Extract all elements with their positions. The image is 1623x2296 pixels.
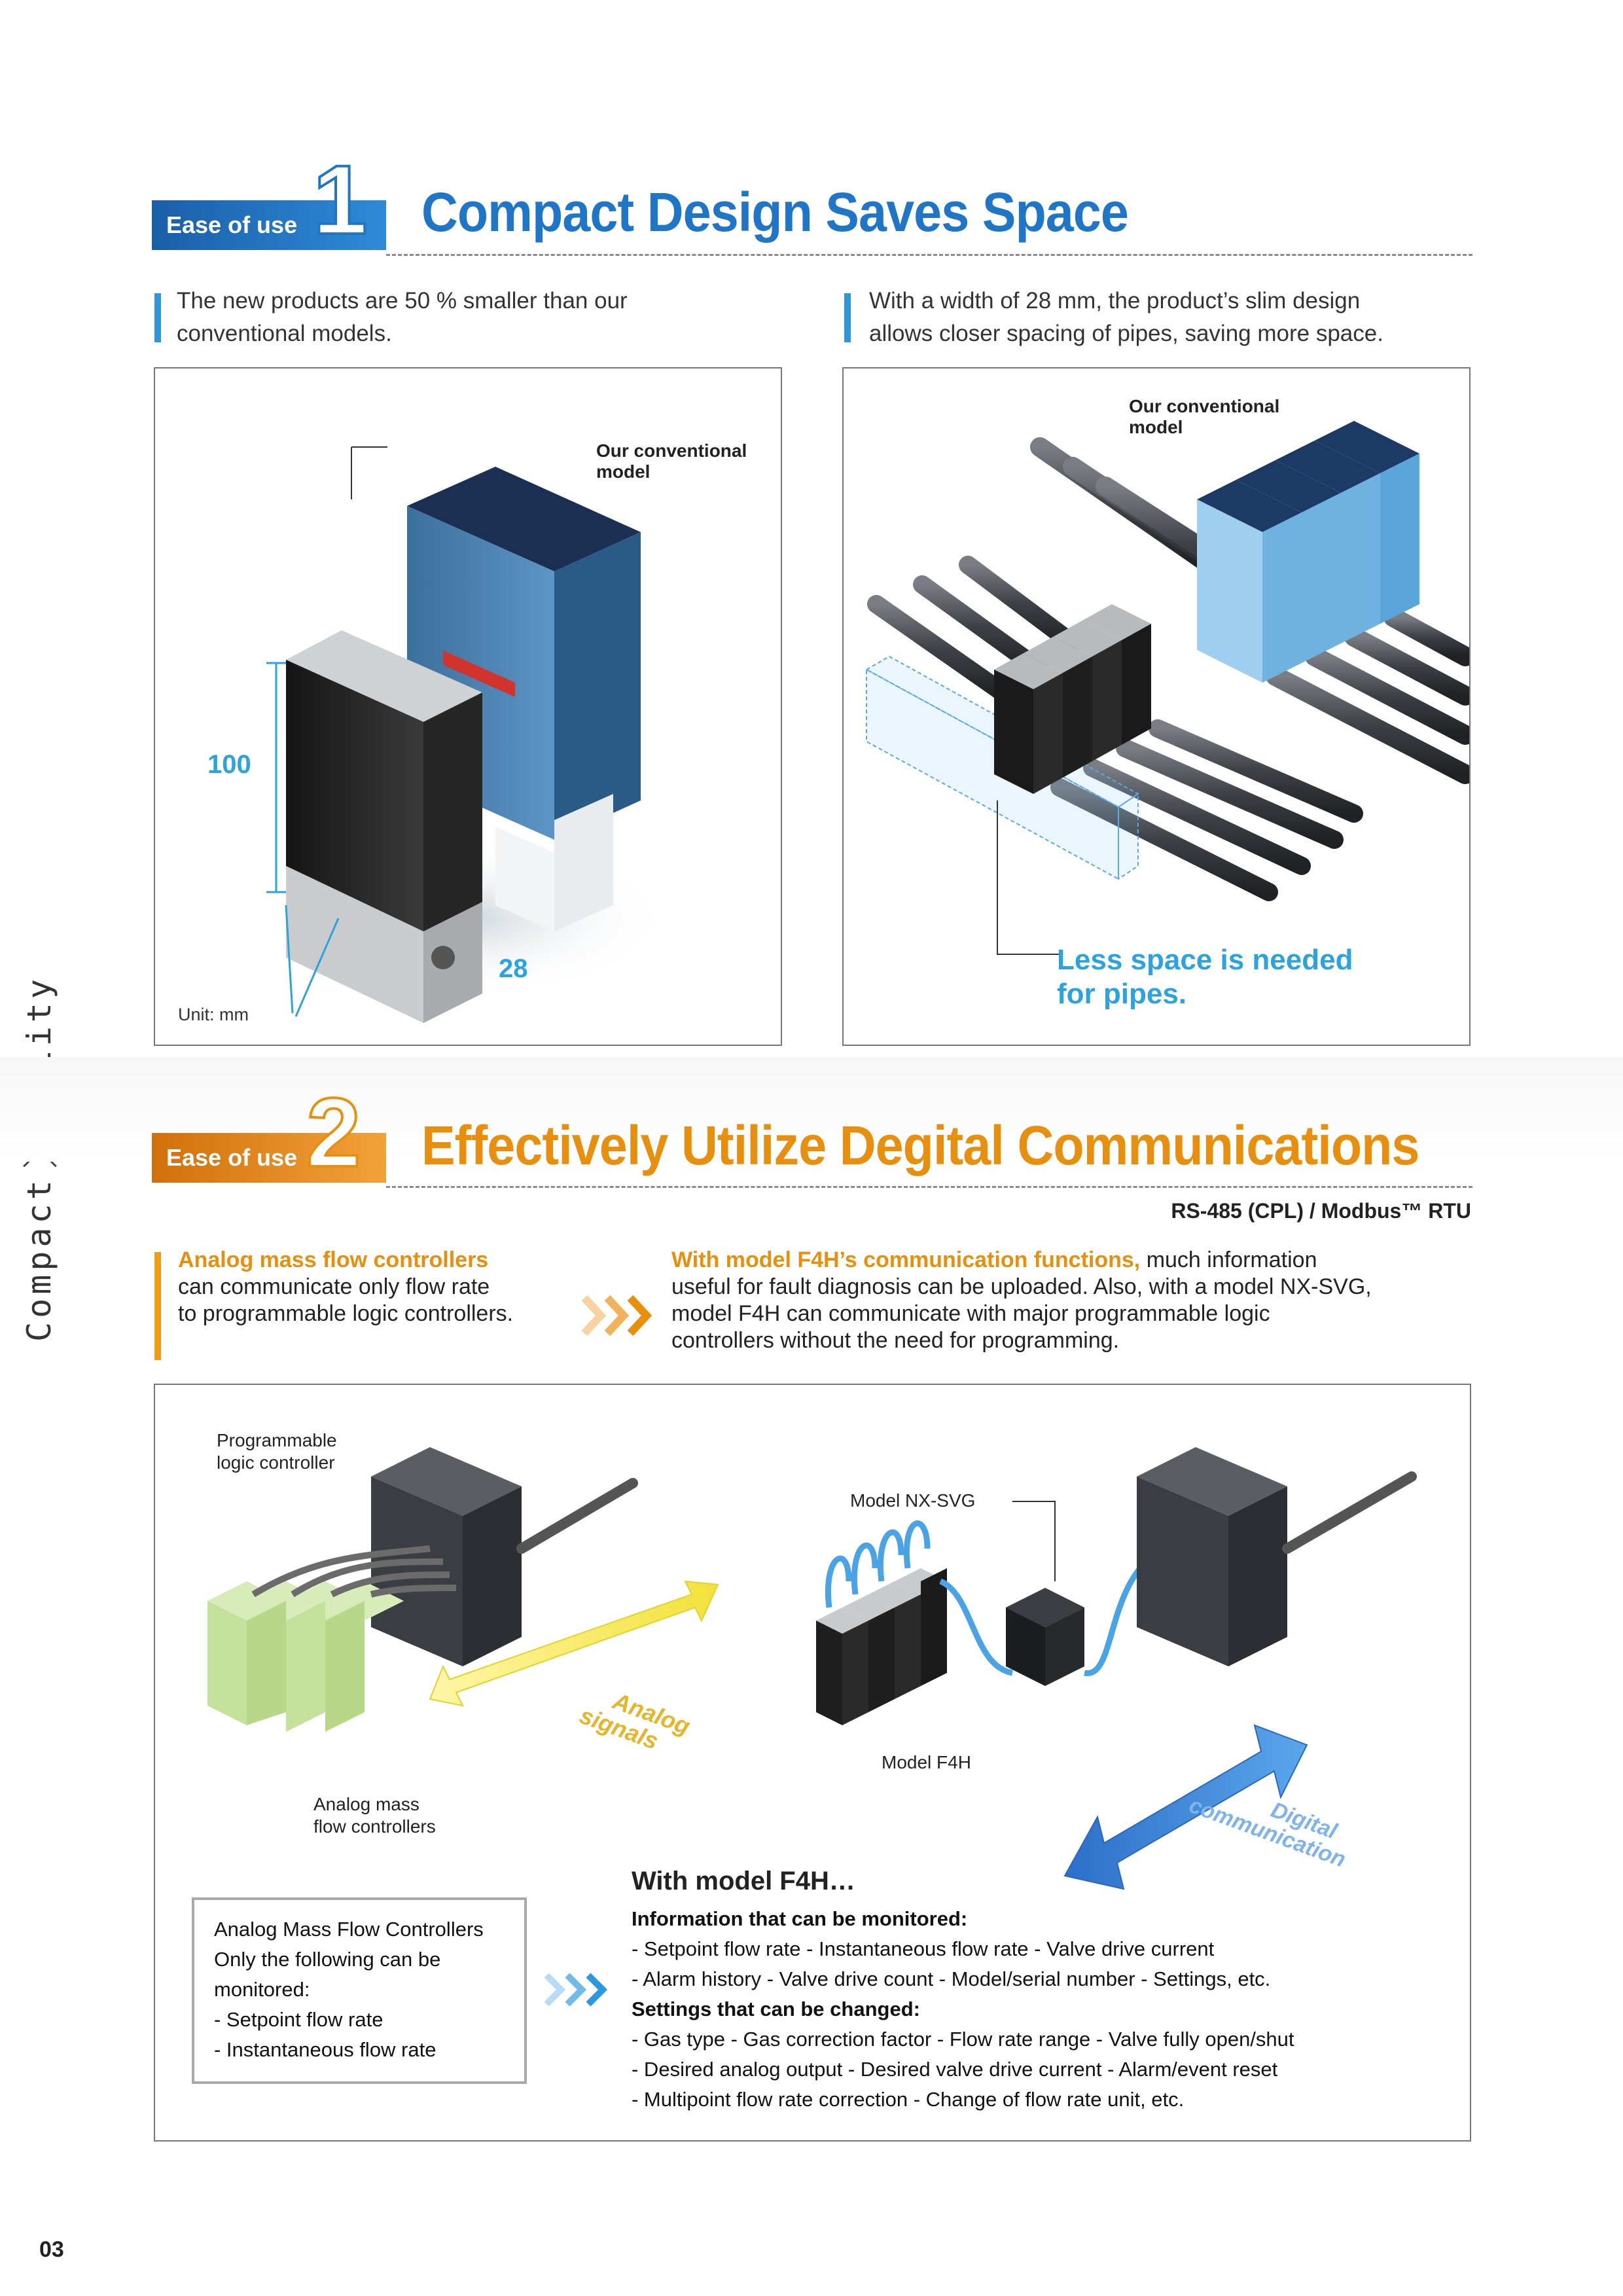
page-number: 03 <box>39 2237 64 2262</box>
monitor-line-2: - Alarm history - Valve drive count - Mo… <box>632 1967 1271 1990</box>
plc-right-device <box>1137 1447 1417 1666</box>
section2-title: Effectively Utilize Degital Communicatio… <box>421 1115 1419 1176</box>
chevrons-blue-icon <box>544 1973 608 2007</box>
section1-lead-right: With a width of 28 mm, the product’s sli… <box>869 285 1383 350</box>
settings-line-2: - Desired analog output - Desired valve … <box>632 2058 1278 2081</box>
lead2-left-bold: Analog mass flow controllers <box>178 1247 489 1272</box>
dimension-height: 100 <box>207 750 251 779</box>
conventional-units <box>1197 421 1419 683</box>
lead2-left-line-2: to programmable logic controllers. <box>178 1301 514 1326</box>
pipes-f4h <box>867 556 1363 901</box>
lead-bar-orange <box>154 1252 161 1360</box>
analog-mfc-capabilities-box: Analog Mass Flow Controllers Only the fo… <box>192 1897 527 2084</box>
less-space-callout: Less space is needed for pipes. <box>1057 943 1353 1011</box>
nx-svg-device <box>1006 1588 1084 1686</box>
lead-bar-right <box>844 293 851 342</box>
settings-line-1: - Gas type - Gas correction factor - Flo… <box>632 2028 1294 2051</box>
analog-box-line-3: monitored: <box>214 1978 310 2001</box>
f4h-info-heading: With model F4H… <box>632 1867 855 1895</box>
ease-of-use-tag-2: Ease of use <box>152 1133 386 1183</box>
conventional-model-label-right: Our conventional model <box>1129 396 1279 438</box>
plc-label-line-1: Programmable <box>217 1430 337 1450</box>
conventional-model-label-left: Our conventional model <box>596 440 747 482</box>
ease-tag-label: Ease of use <box>166 211 298 238</box>
lead-left-line-1: The new products are 50 % smaller than o… <box>177 288 628 314</box>
chevrons-orange-icon <box>581 1295 652 1336</box>
analog-box-line-2: Only the following can be <box>214 1948 441 1971</box>
less-space-line-2: for pipes. <box>1057 978 1187 1010</box>
analog-mfc-devices <box>207 1545 457 1732</box>
conv-label-right-line-1: Our conventional <box>1129 396 1280 416</box>
lead2-right-line-2: model F4H can communicate with major pro… <box>671 1301 1270 1326</box>
side-label-compact: Compact <box>20 1176 58 1342</box>
f4h-units <box>994 604 1151 794</box>
analog-signals-arrow <box>429 1580 719 1707</box>
lead2-right-line-3: controllers without the need for program… <box>671 1328 1120 1353</box>
analog-box-line-1: Analog Mass Flow Controllers <box>214 1918 484 1941</box>
lead2-right-line-1: useful for fault diagnosis can be upload… <box>671 1274 1372 1299</box>
monitor-title: Information that can be monitored: <box>632 1907 968 1930</box>
size-comparison-panel: Our conventional model 100 28 Unit: mm <box>154 367 782 1046</box>
f4h-units-diagram <box>816 1519 1223 1725</box>
digital-communication-arrow <box>1063 1724 1308 1890</box>
lead2-right-bold: With model F4H’s communication functions… <box>671 1247 1141 1272</box>
ease-tag-label-2: Ease of use <box>166 1144 298 1171</box>
dimension-width: 28 <box>499 954 528 983</box>
nx-svg-label: Model NX-SVG <box>850 1490 976 1511</box>
section2-lead-left: Analog mass flow controllers can communi… <box>178 1247 513 1327</box>
analog-mfc-label: Analog mass flow controllers <box>313 1793 436 1838</box>
analog-box-line-4: - Setpoint flow rate <box>214 2008 383 2031</box>
ease-number-1: 1 <box>312 145 368 255</box>
analog-box-line-5: - Instantaneous flow rate <box>214 2038 437 2061</box>
settings-line-3: - Multipoint flow rate correction - Chan… <box>632 2088 1185 2111</box>
communication-illustration <box>207 1447 1417 1890</box>
f4h-label: Model F4H <box>882 1752 971 1772</box>
analog-mfc-line-1: Analog mass <box>313 1794 419 1814</box>
section2-lead-right: With model F4H’s communication functions… <box>671 1247 1372 1354</box>
lead-bar-left <box>154 293 161 342</box>
unit-label: Unit: mm <box>178 1005 249 1024</box>
ease-of-use-tag-1: Ease of use <box>152 200 386 250</box>
plc-label-line-2: logic controller <box>217 1452 335 1473</box>
conv-label-line-1: Our conventional <box>596 440 747 461</box>
pipe-spacing-panel: Our conventional model Less space is nee… <box>842 367 1471 1046</box>
conv-label-line-2: model <box>596 461 651 482</box>
less-space-line-1: Less space is needed <box>1057 944 1353 976</box>
plc-label: Programmable logic controller <box>217 1429 337 1474</box>
ease-number-2: 2 <box>305 1077 362 1187</box>
lead-left-line-2: conventional models. <box>177 321 392 346</box>
monitor-line-1: - Setpoint flow rate - Instantaneous flo… <box>632 1937 1215 1960</box>
analog-mfc-line-2: flow controllers <box>313 1816 436 1837</box>
section1-title: Compact Design Saves Space <box>421 181 1129 243</box>
size-comparison-illustration <box>253 446 672 1023</box>
lead-right-line-1: With a width of 28 mm, the product’s sli… <box>869 288 1361 314</box>
conv-label-right-line-2: model <box>1129 417 1183 437</box>
lead2-right-line-0: much information <box>1140 1247 1317 1272</box>
section2-divider <box>386 1186 1472 1188</box>
section1-lead-left: The new products are 50 % smaller than o… <box>177 285 628 350</box>
pipe-spacing-illustration <box>865 421 1469 955</box>
section1-divider <box>386 254 1472 256</box>
protocol-label: RS-485 (CPL) / Modbus™ RTU <box>1171 1199 1471 1223</box>
communication-diagram-panel: Programmable logic controller Analog mas… <box>154 1384 1471 2142</box>
lead2-left-line-1: can communicate only flow rate <box>178 1274 490 1299</box>
plc-left-device <box>371 1447 638 1666</box>
settings-title: Settings that can be changed: <box>632 1998 920 2020</box>
f4h-device <box>286 630 482 1023</box>
lead-right-line-2: allows closer spacing of pipes, saving m… <box>869 321 1383 346</box>
